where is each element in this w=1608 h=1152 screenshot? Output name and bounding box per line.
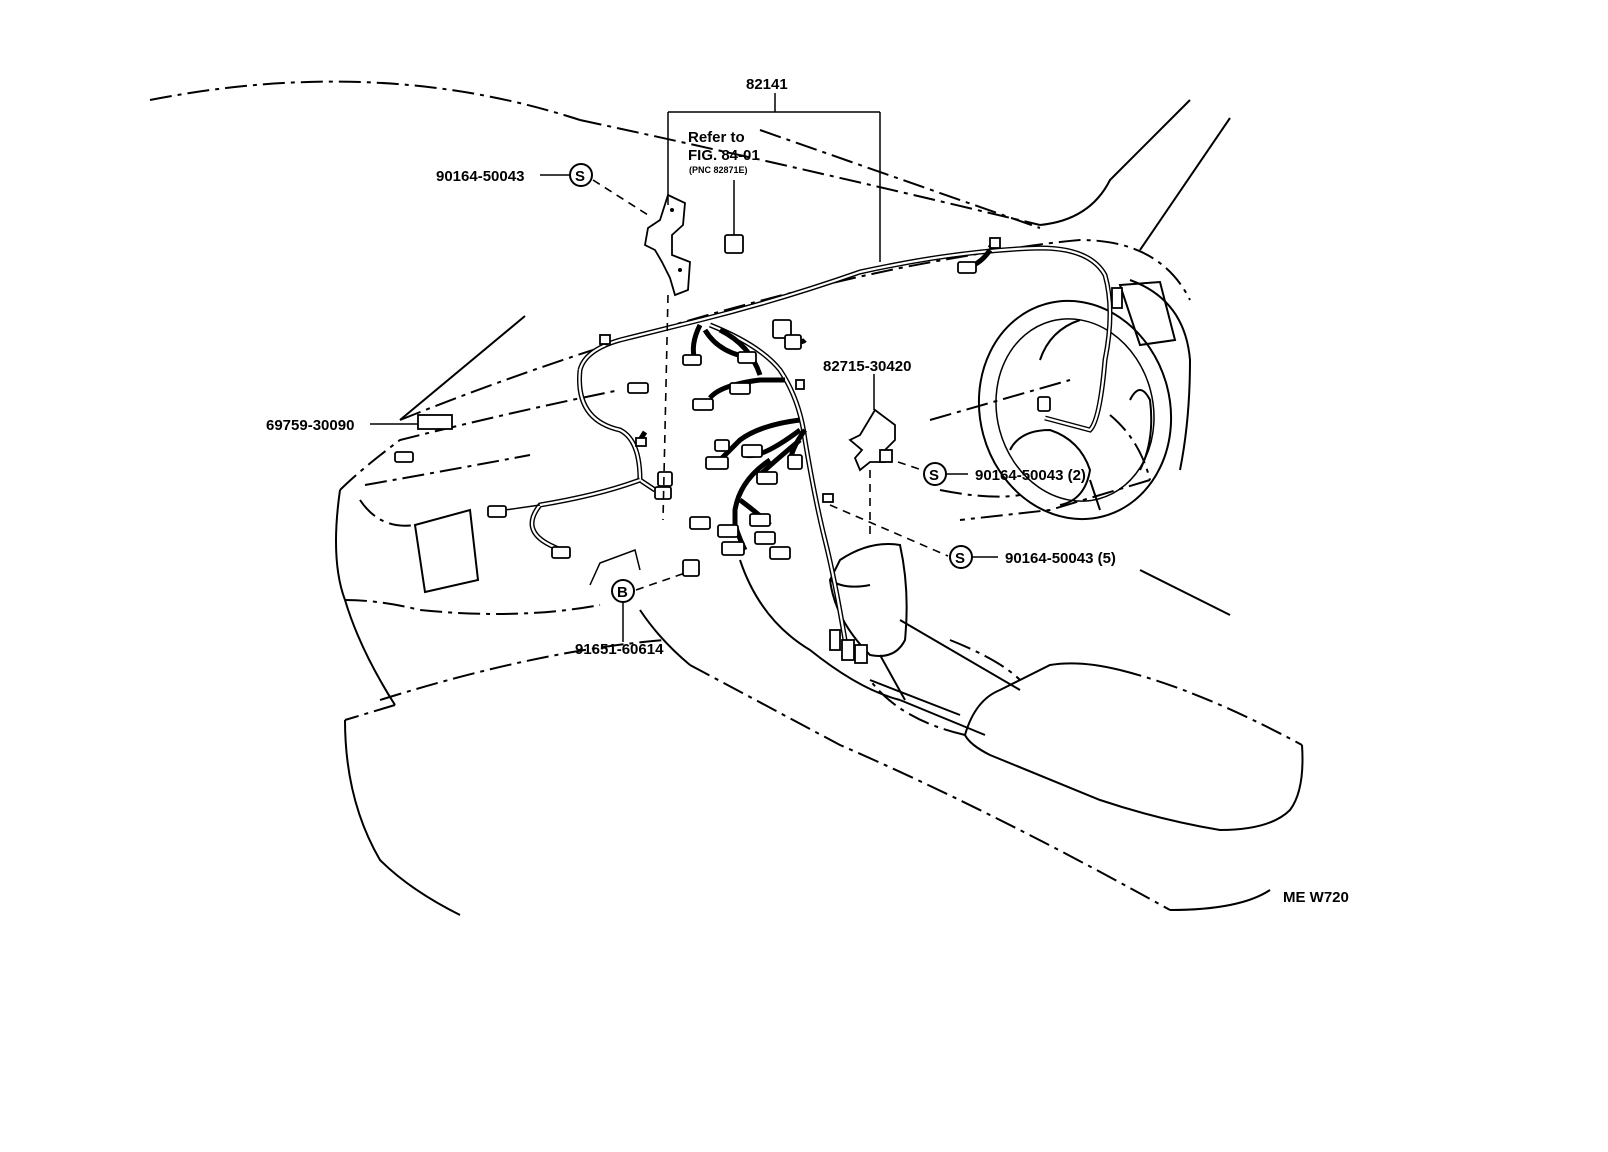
connector [829,629,841,651]
part-number-82715-30420: 82715-30420 [823,358,911,375]
connector [749,513,771,527]
bracket-part-82715-30420 [848,408,896,472]
connector [394,451,414,463]
connector [721,541,745,556]
leader-lines [370,93,998,642]
connector [599,334,611,345]
bolt-bracket-91651 [589,549,700,586]
connector [795,379,805,390]
refer-to-text: Refer to [688,129,745,146]
connector [841,639,855,661]
part-number-screw-top: 90164-50043 [436,168,524,185]
connector [692,398,714,411]
connector [714,439,730,452]
part-number-69759-30090: 69759-30090 [266,417,354,434]
clip-part-69759-30090 [417,414,453,430]
connector [729,382,751,395]
connector [741,444,763,458]
harness-connectors [394,237,1123,664]
connector [1111,287,1123,309]
part-number-91651-60614: 91651-60614 [575,641,664,658]
connector [705,456,729,470]
instrument-panel-wiring-harness [504,238,1113,641]
part-number-screw-qty5: 90164-50043 (5) [1005,550,1116,567]
screw-symbol-letter-qty5: S [955,550,965,567]
connector [635,437,647,447]
refer-part-82871E [724,180,744,254]
connector [754,531,776,545]
connector [769,546,791,560]
connector [737,351,757,364]
connector [717,524,739,538]
screw-symbol-top [569,163,593,187]
connector [787,454,803,470]
bolt-symbol-letter: B [617,584,628,601]
vehicle-outline [149,80,1304,916]
connector [627,382,649,394]
labels: 82141 Refer to FIG. 84-01 (PNC 82871E) 9… [266,76,1349,906]
screw-symbol-qty2 [923,462,947,486]
connector [756,471,778,485]
part-number-screw-qty2: 90164-50043 (2) [975,467,1086,484]
screw-symbol-letter-qty2: S [929,467,939,484]
connector [784,334,802,350]
connector [772,319,792,339]
connector [989,237,1001,249]
connector [822,493,834,503]
group-label-82141: 82141 [746,76,788,93]
upper-bracket-part [643,193,691,297]
refer-pnc-text: (PNC 82871E) [689,165,748,175]
connector [957,261,977,274]
connector [682,354,702,366]
connector [487,505,507,518]
connector [1037,396,1051,412]
connector [657,471,673,487]
connector [551,546,571,559]
connector [689,516,711,530]
screw-symbol-qty5 [949,545,973,569]
fastener-symbols [569,163,973,603]
bolt-symbol [611,579,635,603]
connector [854,644,868,664]
illustration-code: ME W720 [1283,889,1349,906]
refer-figure-text: FIG. 84-01 [688,147,760,164]
screw-symbol-letter-top: S [575,168,585,185]
